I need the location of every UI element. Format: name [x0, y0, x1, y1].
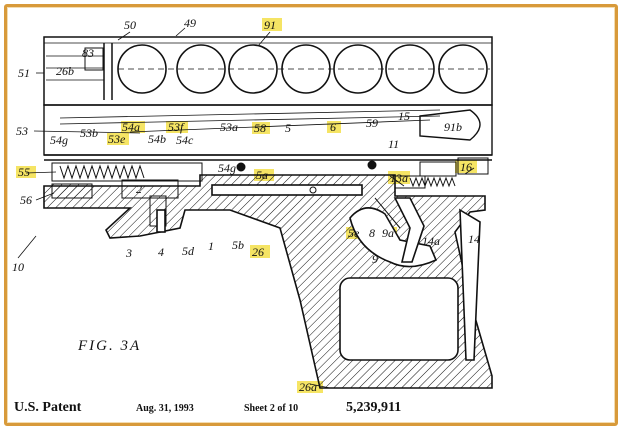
- label-15: 15: [398, 109, 410, 123]
- label-1: 1: [208, 239, 214, 253]
- label-53e: 53e: [108, 132, 126, 146]
- label-83: 83: [82, 46, 94, 60]
- label-5a: 5a: [256, 168, 268, 182]
- label-14a: 14a: [422, 234, 440, 248]
- label-6: 6: [330, 120, 336, 134]
- label-49: 49: [184, 16, 196, 30]
- label-5d: 5d: [182, 244, 195, 258]
- label-58: 58: [254, 121, 266, 135]
- label-53a: 53a: [220, 120, 238, 134]
- label-14: 14: [468, 232, 480, 246]
- pistol-frame: [43, 174, 493, 389]
- label-26: 26: [252, 245, 264, 259]
- label-54g-mid: 54g: [218, 161, 236, 175]
- footer-patent: U.S. Patent: [14, 400, 82, 415]
- footer-date: Aug. 31, 1993: [136, 403, 194, 414]
- figure-caption: FIG. 3A: [77, 338, 141, 354]
- label-16: 16: [460, 160, 472, 174]
- magazine-tube: [43, 36, 493, 106]
- label-51: 51: [18, 66, 30, 80]
- label-13a: 13a: [390, 171, 408, 185]
- label-26b: 26b: [56, 64, 74, 78]
- internal-parts: [236, 157, 489, 229]
- label-4: 4: [158, 245, 164, 259]
- footer-sheet: Sheet 2 of 10: [244, 403, 298, 414]
- label-26a: 26a: [299, 380, 317, 394]
- footer-number: 5,239,911: [346, 400, 401, 415]
- label-55: 55: [18, 165, 30, 179]
- label-2: 2: [136, 182, 142, 196]
- cartridges: [117, 44, 490, 94]
- patent-footer: U.S. Patent Aug. 31, 1993 Sheet 2 of 10 …: [14, 400, 401, 415]
- label-9: 9: [372, 252, 378, 266]
- label-8: 8: [369, 226, 375, 240]
- label-53b: 53b: [80, 126, 98, 140]
- label-91: 91: [264, 18, 276, 32]
- label-54c: 54c: [176, 133, 194, 147]
- label-11: 11: [388, 137, 399, 151]
- label-3: 3: [125, 246, 132, 260]
- part-labels: 50 49 91 51 26b 83 53 53a 58 5 6 59 15 9…: [12, 16, 480, 394]
- barrel-assembly: [43, 104, 493, 161]
- label-53: 53: [16, 124, 28, 138]
- label-56: 56: [20, 193, 32, 207]
- label-91b: 91b: [444, 120, 462, 134]
- label-54b: 54b: [148, 132, 166, 146]
- label-54g-top: 54g: [50, 133, 68, 147]
- label-54a: 54a: [122, 120, 140, 134]
- label-10: 10: [12, 260, 24, 274]
- label-59: 59: [366, 116, 378, 130]
- label-5e: 5e: [348, 226, 360, 240]
- label-5: 5: [285, 121, 291, 135]
- label-5b: 5b: [232, 238, 244, 252]
- label-9a: 9a: [382, 226, 394, 240]
- leader-lines: [17, 27, 475, 389]
- label-50: 50: [124, 18, 136, 32]
- label-53f: 53f: [168, 120, 185, 134]
